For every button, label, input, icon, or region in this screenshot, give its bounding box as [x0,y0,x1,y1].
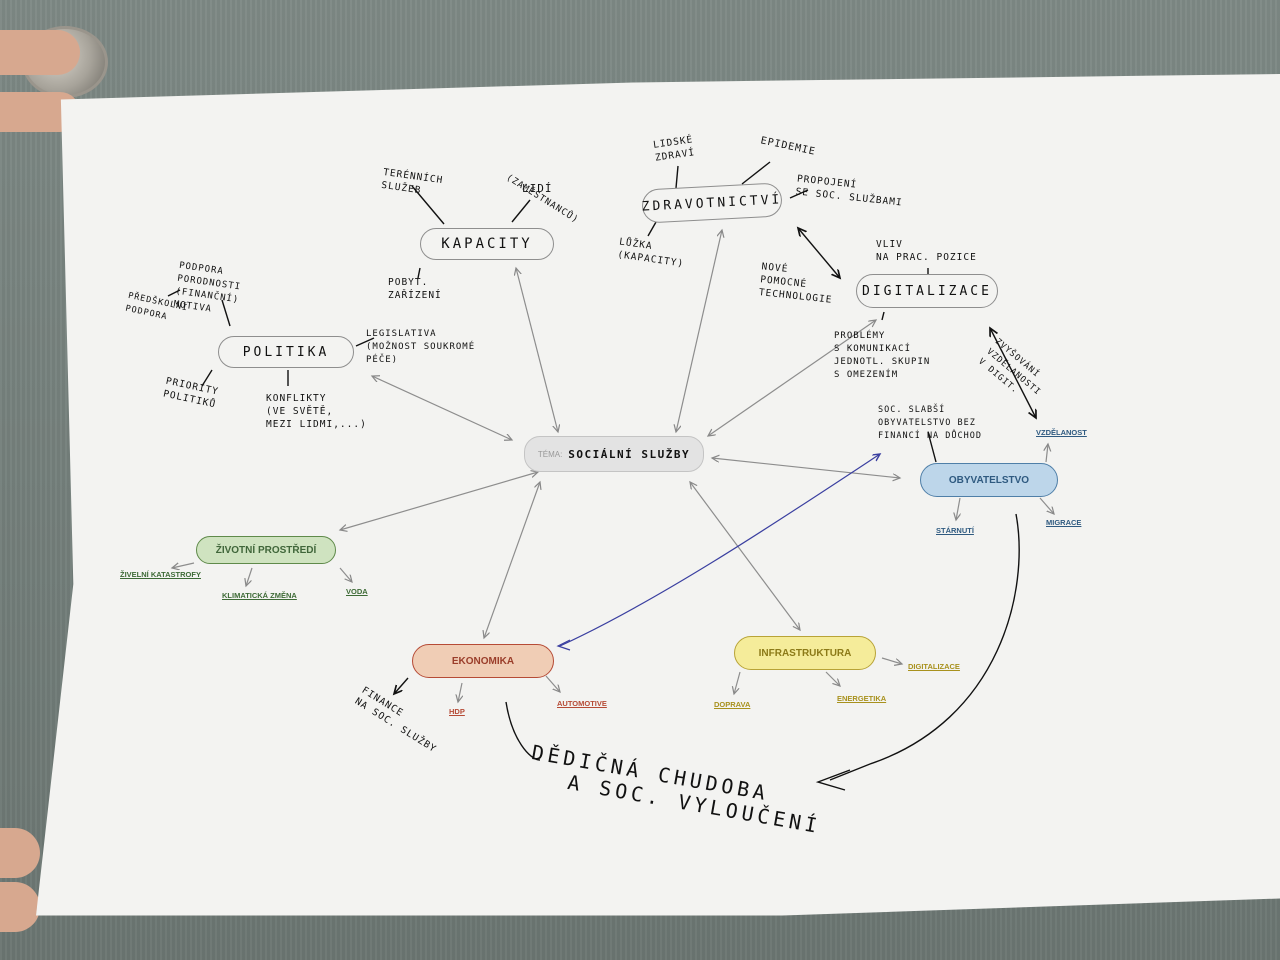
sub-zivelni: ŽIVELNÍ KATASTROFY [120,570,201,579]
note-legislativa: LEGISLATIVA (MOŽNOST SOUKROMÉ PÉČE) [366,329,476,365]
sub-digitalizace: DIGITALIZACE [908,662,960,671]
hand-bottom-finger-1 [0,828,40,878]
center-topic-label: TÉMA: [537,449,563,459]
sub-starnuti: STÁRNUTÍ [936,526,974,535]
hand-node-kapacity: KAPACITY [420,228,554,260]
center-topic-node: TÉMA: SOCIÁLNÍ SLUŽBY [524,436,704,472]
node-obyvatelstvo: OBYVATELSTVO [920,463,1058,497]
note-pobyt: POBYT. ZAŘÍZENÍ [388,277,442,301]
note-problemy: PROBLÉMY S KOMUNIKACÍ JEDNOTL. SKUPIN S … [834,331,931,380]
hand-top-finger-1 [0,30,80,75]
sub-klimaticka: KLIMATICKÁ ZMĚNA [222,591,297,600]
note-lidske: LIDSKÉ ZDRAVÍ [652,134,696,164]
note-soc-slabsi: SOC. SLABŠÍ OBYVATELSTVO BEZ FINANCÍ NA … [878,405,982,441]
hand-node-politika: POLITIKA [218,336,354,368]
note-lidi: LIDÍ [522,182,553,195]
node-ekonomika: EKONOMIKA [412,644,554,678]
center-topic-title: SOCIÁLNÍ SLUŽBY [568,447,691,461]
hand-bottom-finger-2 [0,882,40,932]
sub-automotive: AUTOMOTIVE [557,699,607,708]
node-zivotni-prostredi: ŽIVOTNÍ PROSTŘEDÍ [196,536,336,564]
sub-energetika: ENERGETIKA [837,694,887,703]
sub-migrace: MIGRACE [1046,518,1082,527]
note-nove: NOVÉ POMOCNÉ TECHNOLOGIE [758,261,833,306]
note-vliv: VLIV NA PRAC. POZICE [876,239,977,263]
hand-node-digitalizace: DIGITALIZACE [856,274,998,308]
note-konflikty: KONFLIKTY (VE SVĚTĚ, MEZI LIDMI,...) [266,393,367,430]
sub-doprava: DOPRAVA [714,700,751,709]
sub-hdp: HDP [449,707,465,716]
sub-vzdelanost: VZDĚLANOST [1036,428,1087,437]
node-infrastruktura: INFRASTRUKTURA [734,636,876,670]
sub-voda: VODA [346,587,368,596]
